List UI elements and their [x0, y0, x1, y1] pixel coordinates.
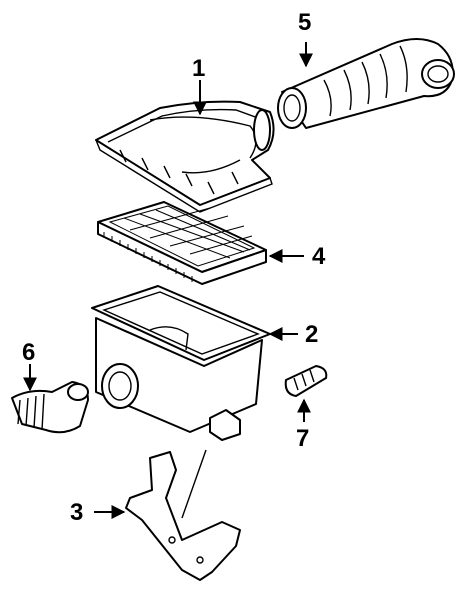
- small-hose: [284, 365, 328, 397]
- elbow-hose: [11, 381, 89, 434]
- callout-labels: 1 5 4 2 6 7 3: [22, 9, 326, 526]
- intake-duct: [277, 38, 455, 129]
- callout-6: 6: [22, 339, 35, 366]
- callout-3: 3: [70, 499, 83, 526]
- air-cleaner-cover: [95, 100, 275, 213]
- mounting-bracket: [125, 449, 241, 581]
- callout-2: 2: [305, 321, 318, 348]
- air-filter-element: [97, 201, 267, 285]
- leader-lines: [23, 42, 313, 519]
- callout-5: 5: [298, 9, 311, 36]
- callout-7: 7: [296, 425, 309, 452]
- callout-1: 1: [192, 55, 205, 82]
- callout-4: 4: [312, 243, 326, 270]
- air-cleaner-lower-housing: [91, 285, 271, 441]
